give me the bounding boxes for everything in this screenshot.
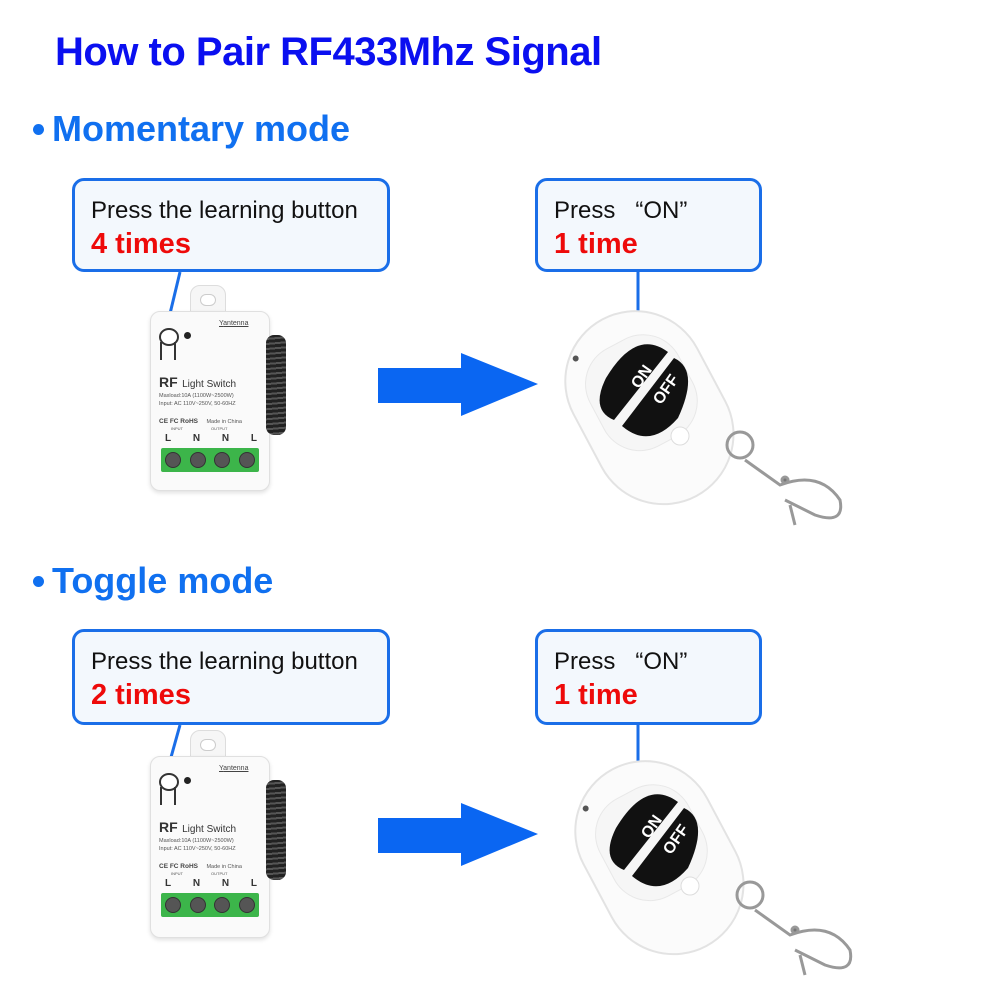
coiled-antenna <box>266 780 286 880</box>
led-indicator-icon <box>184 777 191 784</box>
callout-instruction: Press the learning button <box>91 197 358 224</box>
output-label: OUTPUT <box>211 871 228 876</box>
terminal-labels: L N N L <box>165 433 257 444</box>
screw-icon <box>189 897 206 913</box>
remote-control: ON OFF <box>564 310 843 526</box>
terminal-labels: L N N L <box>165 878 257 889</box>
device-spec-input: Input: AC 110V~250V, 50-60HZ <box>159 846 236 852</box>
callout-instruction: Press the learning button <box>91 648 358 675</box>
on-button[interactable]: ON <box>609 794 678 870</box>
rf-light-switch-device: Yantenna RF Light Switch Maxload:10A (11… <box>150 285 300 495</box>
remote-led-icon <box>572 355 579 362</box>
section-heading-toggle: Toggle mode <box>33 560 273 602</box>
antenna-label: Yantenna <box>219 320 249 327</box>
rf-light-switch-device: Yantenna RF Light Switch Maxload:10A (11… <box>150 730 300 945</box>
terminal-block <box>161 893 259 917</box>
antenna-icon: Y <box>219 320 224 327</box>
antenna-icon: Y <box>219 765 224 772</box>
callout-press-on: Press “ON” 1 time <box>535 178 762 272</box>
callout-count: 2 times <box>91 679 191 711</box>
screw-icon <box>238 452 255 468</box>
terminal-block <box>161 448 259 472</box>
off-button[interactable]: OFF <box>632 808 699 887</box>
on-button[interactable]: ON <box>599 344 668 420</box>
section-heading-momentary: Momentary mode <box>33 108 350 150</box>
device-certifications: CE FC RoHS Made in China <box>159 863 242 870</box>
learning-button-icon <box>159 773 179 791</box>
screw-icon <box>165 897 182 913</box>
bullet-icon <box>33 123 44 135</box>
callout-instruction: Press “ON” <box>554 197 688 224</box>
antenna-label: Yantenna <box>219 765 249 772</box>
device-title: RF Light Switch <box>159 819 237 835</box>
remote-control: ON OFF <box>574 760 853 976</box>
flow-arrow-right <box>378 803 538 866</box>
flow-arrow-right <box>378 353 538 416</box>
coiled-antenna <box>266 335 286 435</box>
output-label: OUTPUT <box>211 426 228 431</box>
remote-led-icon <box>582 805 589 812</box>
callout-instruction: Press “ON” <box>554 648 688 675</box>
callout-learning-button: Press the learning button 4 times <box>72 178 390 272</box>
section-heading-text: Toggle mode <box>52 560 274 601</box>
screw-icon <box>214 452 231 468</box>
callout-count: 1 time <box>554 228 638 260</box>
learning-button-icon <box>159 328 179 346</box>
device-spec-input: Input: AC 110V~250V, 50-60HZ <box>159 401 236 407</box>
device-body: Yantenna RF Light Switch Maxload:10A (11… <box>150 311 270 491</box>
input-label: INPUT <box>171 871 183 876</box>
callout-count: 1 time <box>554 679 638 711</box>
screw-icon <box>214 897 231 913</box>
device-spec-maxload: Maxload:10A (1100W~2500W) <box>159 393 234 399</box>
screw-icon <box>238 897 255 913</box>
section-heading-text: Momentary mode <box>52 108 351 149</box>
screw-icon <box>165 452 182 468</box>
keychain-clasp-icon <box>735 880 853 976</box>
callout-learning-button: Press the learning button 2 times <box>72 629 390 725</box>
page-title: How to Pair RF433Mhz Signal <box>55 30 602 74</box>
device-body: Yantenna RF Light Switch Maxload:10A (11… <box>150 756 270 938</box>
device-certifications: CE FC RoHS Made in China <box>159 418 242 425</box>
input-label: INPUT <box>171 426 183 431</box>
callout-press-on: Press “ON” 1 time <box>535 629 762 725</box>
bullet-icon <box>33 575 44 587</box>
led-indicator-icon <box>184 332 191 339</box>
screw-icon <box>189 452 206 468</box>
keychain-clasp-icon <box>725 430 843 526</box>
device-spec-maxload: Maxload:10A (1100W~2500W) <box>159 838 234 844</box>
callout-count: 4 times <box>91 228 191 260</box>
device-title: RF Light Switch <box>159 374 237 390</box>
